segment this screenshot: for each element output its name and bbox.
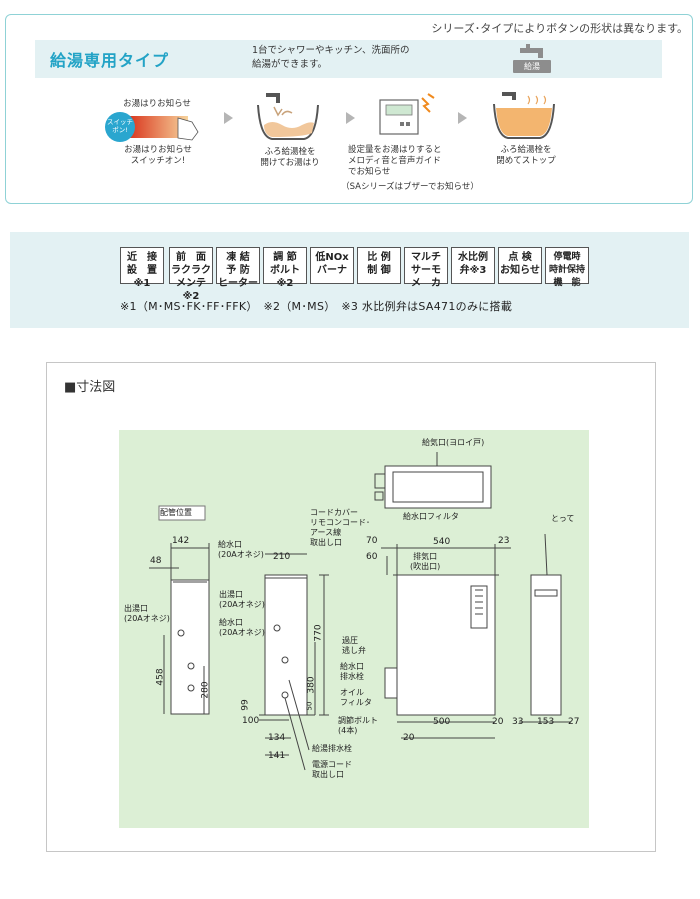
type-band bbox=[35, 40, 662, 78]
dim-500: 500 bbox=[433, 717, 451, 727]
feature-adjust-bolt: 調 節 ボルト ※2 bbox=[263, 247, 307, 289]
dimension-drawing bbox=[149, 452, 571, 771]
label-relief-valve: 過圧 逃し弁 bbox=[342, 636, 366, 655]
dim-153: 153 bbox=[537, 717, 555, 727]
dim-48: 48 bbox=[150, 556, 162, 566]
dim-20-right: 20 bbox=[492, 717, 504, 727]
step1-caption-top: お湯はりお知らせ bbox=[123, 99, 191, 109]
label-power-cord: 電源コード 取出し口 bbox=[312, 760, 352, 779]
dim-23: 23 bbox=[498, 536, 510, 546]
dim-210: 210 bbox=[273, 552, 291, 562]
dim-134: 134 bbox=[268, 733, 286, 743]
dimension-title: ■寸法図 bbox=[64, 380, 116, 395]
label-water-inlet-2: 給水口 (20Aオネジ) bbox=[219, 618, 265, 637]
dim-60: 60 bbox=[366, 552, 378, 562]
dim-99: 99 bbox=[240, 699, 251, 711]
step1-switch-label: スイッチ ポン! bbox=[107, 118, 133, 134]
feature-multi-thermo: マルチ サーモ メ カ bbox=[404, 247, 448, 289]
kyuto-badge: 給湯 bbox=[513, 60, 551, 73]
dim-33: 33 bbox=[512, 717, 524, 727]
label-water-inlet-filter: 給水口フィルタ bbox=[403, 512, 459, 521]
dim-458: 458 bbox=[155, 668, 166, 686]
feature-proportional: 比 例 制 御 bbox=[357, 247, 401, 284]
step1-caption: お湯はりお知らせ スイッチオン! bbox=[124, 145, 192, 166]
label-hot-outlet-1: 出湯口 (20Aオネジ) bbox=[124, 604, 170, 623]
type-description: 1台でシャワーやキッチン、洗面所の 給湯ができます。 bbox=[252, 45, 410, 70]
dim-100: 100 bbox=[242, 716, 260, 726]
series-note: シリーズ･タイプによりボタンの形状は異なります。 bbox=[431, 22, 688, 35]
label-air-inlet: 給気口(ヨロイ戸) bbox=[422, 438, 485, 447]
label-inlet-drain: 給水口 排水栓 bbox=[340, 662, 364, 681]
label-oil-filter: オイル フィルタ bbox=[340, 688, 372, 707]
dim-380: 380 bbox=[306, 676, 317, 694]
piping-label: 配管位置 bbox=[160, 508, 192, 517]
bathtub-filling-icon bbox=[257, 93, 319, 140]
feature-note: ※1（M･MS･FK･FF･FFK） ※2（M･MS） ※3 水比例弁はSA47… bbox=[120, 300, 513, 313]
label-exhaust: 排気口 (吹出口) bbox=[410, 552, 441, 571]
bathtub-full-icon bbox=[493, 92, 555, 139]
step3-note: （SAシリーズはブザーでお知らせ） bbox=[341, 182, 479, 192]
step2-caption: ふろ給湯栓を 開けてお湯はり bbox=[260, 147, 320, 168]
feature-clock-backup: 停電時 時計保持 機 能 bbox=[545, 247, 589, 288]
label-handle: とって bbox=[551, 514, 575, 523]
label-hot-drain: 給湯排水栓 bbox=[312, 744, 352, 753]
feature-kinsetsu: 近 接 設 置 ※1 bbox=[120, 247, 164, 289]
feature-water-valve: 水比例 弁※3 bbox=[451, 247, 495, 284]
feature-low-nox: 低NOx バーナ bbox=[310, 247, 354, 284]
label-adjust-bolt: 調節ボルト (4本) bbox=[338, 716, 378, 735]
feature-antifreeze: 凍 結 予 防 ヒーター bbox=[216, 247, 260, 289]
step-arrow-3 bbox=[458, 112, 467, 124]
label-water-inlet-1: 給水口 (20Aオネジ) bbox=[218, 540, 264, 559]
feature-inspection: 点 検 お知らせ bbox=[498, 247, 542, 284]
type-title: 給湯専用タイプ bbox=[50, 51, 170, 70]
step4-caption: ふろ給湯栓を 閉めてストップ bbox=[496, 145, 556, 166]
dim-540: 540 bbox=[433, 537, 451, 547]
step3-caption: 設定量をお湯はりすると メロディ音と音声ガイド でお知らせ bbox=[348, 145, 442, 177]
dim-141: 141 bbox=[268, 751, 286, 761]
dim-27: 27 bbox=[568, 717, 580, 727]
dim-280: 280 bbox=[200, 681, 211, 699]
dim-70: 70 bbox=[366, 536, 378, 546]
faucet-icon bbox=[520, 44, 543, 58]
dim-50: 50 bbox=[305, 701, 314, 711]
label-cord-cover: コードカバー リモコンコード･ アース線 取出し口 bbox=[310, 508, 370, 547]
label-hot-outlet-2: 出湯口 (20Aオネジ) bbox=[219, 590, 265, 609]
step1-button-graphic bbox=[105, 112, 199, 142]
remote-control-icon bbox=[379, 93, 435, 135]
dim-142: 142 bbox=[172, 536, 190, 546]
step-arrow-2 bbox=[346, 112, 355, 124]
dim-20-bottom: 20 bbox=[403, 733, 415, 743]
feature-front-maintenance: 前 面 ラクラク メンテ※2 bbox=[169, 247, 213, 302]
dim-770: 770 bbox=[313, 624, 324, 642]
step-arrow-1 bbox=[224, 112, 233, 124]
